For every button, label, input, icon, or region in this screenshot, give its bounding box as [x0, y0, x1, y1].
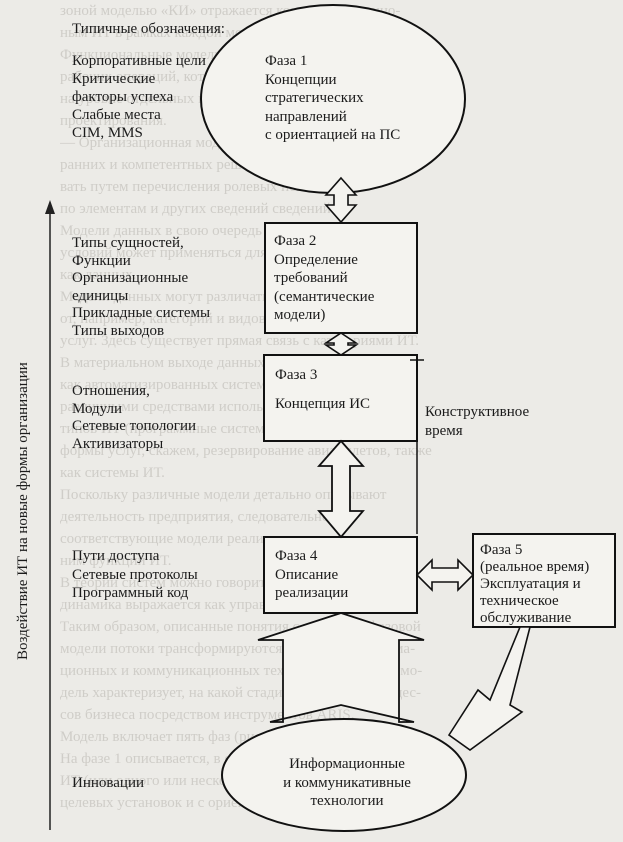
- background-line: Модели данных в свою очередь в рамках: [60, 223, 322, 239]
- phase2-line: Определение: [274, 251, 358, 268]
- row1-item: CIM, MMS: [72, 125, 143, 141]
- background-line: Модель включает пять фаз (рис. 4).: [60, 729, 286, 745]
- phase5-box: [472, 533, 616, 628]
- row2-list: Типы сущностей, Функции Организационные …: [72, 235, 210, 340]
- side-label: Воздействие ИТ на новые формы организаци…: [15, 362, 31, 660]
- phase5-line: Эксплуатация и: [480, 576, 581, 592]
- row1-item: Слабые места: [72, 107, 161, 123]
- row1-item: Критические: [72, 71, 156, 87]
- phase5-text: Фаза 5 (реальное время) Эксплуатация и т…: [480, 542, 589, 627]
- constructive-time-line: время: [425, 423, 463, 439]
- phase4-line: Фаза 4: [275, 548, 318, 564]
- row4-item: Сетевые протоколы: [72, 566, 198, 583]
- row4-item: Пути доступа: [72, 548, 160, 564]
- row3-list: Отношения, Модули Сетевые топологии Акти…: [72, 383, 196, 453]
- it-tech-line: и коммуникативные: [283, 774, 411, 791]
- background-line: по элементам и других сведений сведений: [60, 201, 331, 217]
- phase1-line: Концепции: [265, 71, 337, 88]
- row3-item: Активизаторы: [72, 435, 164, 452]
- phase2-line: модели): [274, 307, 326, 323]
- it-tech-ellipse: [221, 718, 467, 832]
- innovations-label: Инновации: [72, 775, 145, 791]
- phase5-line: (реальное время): [480, 559, 590, 575]
- row4-list: Пути доступа Сетевые протоколы Программн…: [72, 547, 198, 603]
- phase5-line: техническое: [480, 593, 559, 609]
- phase2-text: Фаза 2 Определение требований (семантиче…: [274, 232, 374, 325]
- phase1-line: Фаза 1: [265, 53, 308, 69]
- row2-item: Типы выходов: [72, 322, 165, 339]
- phase1-line: с ориентацией на ПС: [265, 127, 401, 143]
- row1-item: Корпоративные цели: [72, 53, 206, 69]
- row2-item: Организационные: [72, 270, 189, 286]
- phase3-text: Фаза 3 Концепция ИС: [275, 366, 370, 413]
- background-line: Поскольку различные модели детально опис…: [60, 487, 387, 503]
- arrow-it-to-phase5: [447, 626, 532, 751]
- background-line: вать путем перечисления ролевых понятий: [60, 179, 335, 195]
- typical-title: Типичные обозначения:: [72, 21, 225, 37]
- background-line: как данных.: [60, 267, 137, 283]
- it-tech-line: технологии: [310, 793, 384, 809]
- row1-item: факторы успеха: [72, 89, 174, 105]
- row3-item: Модули: [72, 400, 123, 417]
- phase1-line: направлений: [265, 108, 347, 125]
- row4-item: Программный код: [72, 585, 189, 601]
- background-line: условий может применяться для описания: [60, 245, 331, 261]
- phase2-box: [264, 222, 418, 334]
- arrow-phase3-phase4: [317, 439, 365, 539]
- phase5-line: Фаза 5: [480, 542, 523, 558]
- arrow-it-to-phase4-body: [290, 640, 392, 712]
- phase4-line: реализации: [275, 585, 349, 601]
- phase4-text: Фаза 4 Описание реализации: [275, 547, 348, 603]
- constructive-time-label: Конструктивное время: [425, 403, 529, 441]
- phase4-box: [263, 536, 418, 614]
- row2-item: Прикладные системы: [72, 305, 211, 321]
- constructive-time-line: Конструктивное: [425, 404, 530, 420]
- background-line: ным ИТ в рамках каждой модели: [60, 25, 272, 41]
- phase3-line: Фаза 3: [275, 367, 318, 383]
- phase4-line: Описание: [275, 566, 339, 583]
- arrow-phase4-phase5: [415, 558, 475, 592]
- background-line: проектирования.: [60, 113, 167, 129]
- row1-list: Корпоративные цели Критические факторы у…: [72, 52, 206, 142]
- phase1-line: стратегических: [265, 90, 364, 106]
- background-line: ним функций ИТ.: [60, 553, 172, 569]
- phase2-line: Фаза 2: [274, 233, 317, 249]
- row2-item: Типы сущностей,: [72, 235, 184, 251]
- phase5-line: обслуживание: [480, 610, 572, 626]
- row3-item: Сетевые топологии: [72, 418, 197, 434]
- it-tech-text: Информационные и коммуникативные техноло…: [262, 755, 432, 811]
- phase2-line: требований: [274, 270, 348, 286]
- influence-axis-arrowhead: [45, 200, 55, 214]
- background-line: деятельность предприятия, следовательно: [60, 509, 330, 525]
- phase2-line: (семантические: [274, 288, 375, 305]
- background-line: как системы ИТ.: [60, 465, 165, 481]
- row2-item: Функции: [72, 252, 131, 269]
- arrow-phase2-phase3: [323, 332, 359, 356]
- it-tech-line: Информационные: [289, 756, 405, 772]
- phase1-text: Фаза 1 Концепции стратегических направле…: [265, 52, 400, 145]
- row2-item: единицы: [72, 287, 129, 304]
- arrow-phase1-phase2: [324, 176, 358, 224]
- row3-item: Отношения,: [72, 383, 150, 399]
- phase3-line: Концепция ИС: [275, 395, 371, 412]
